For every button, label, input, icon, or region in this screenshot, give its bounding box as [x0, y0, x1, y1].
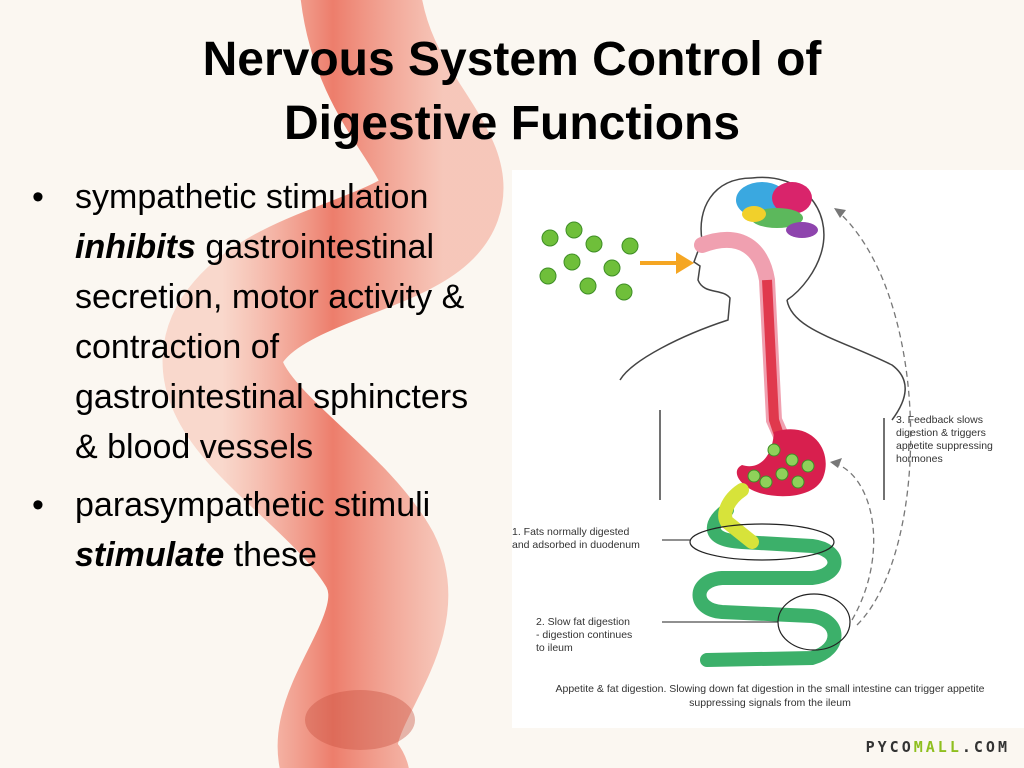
- duodenum-shape: [718, 483, 759, 549]
- small-intestine-shape: [692, 503, 842, 667]
- watermark-part-accent: MALL: [913, 738, 962, 756]
- slide-title: Nervous System Control of Digestive Func…: [0, 28, 1024, 156]
- watermark-part: PYCO: [865, 738, 914, 756]
- fat-droplet-icon: [615, 283, 633, 301]
- brain-region-yellow: [742, 206, 766, 222]
- bullet-item-parasympathetic: parasympathetic stimuli stimulate these: [30, 480, 470, 580]
- fat-droplet-icon: [801, 459, 815, 473]
- fat-droplet-icon: [585, 235, 603, 253]
- feedback-arrowhead-stomach: [830, 458, 842, 468]
- fat-droplet-icon: [603, 259, 621, 277]
- label-fats-digested: 1. Fats normally digested and adsorbed i…: [512, 526, 640, 551]
- feedback-arrowhead-brain: [834, 208, 846, 218]
- watermark-part: .COM: [961, 738, 1010, 756]
- brain-region-purple: [786, 222, 818, 238]
- bullet-list: sympathetic stimulation inhibits gastroi…: [30, 172, 470, 588]
- body-outline: [619, 177, 906, 500]
- label-slow-fat-digestion: 2. Slow fat digestion - digestion contin…: [536, 616, 633, 654]
- bullet-text: sympathetic stimulation: [75, 178, 429, 216]
- bullet-text: parasympathetic stimuli: [75, 486, 431, 524]
- bullet-text: gastrointestinal secretion, motor activi…: [75, 228, 469, 466]
- diagram-caption: Appetite & fat digestion. Slowing down f…: [555, 683, 985, 709]
- fat-droplet-icon: [747, 469, 761, 483]
- esophagus-shape: [694, 232, 790, 446]
- title-line-2: Digestive Functions: [283, 97, 741, 150]
- food-arrowhead-icon: [676, 252, 694, 274]
- bullet-text: these: [224, 536, 317, 574]
- fat-droplet-icon: [565, 221, 583, 239]
- fat-droplet-icon: [579, 277, 597, 295]
- bullet-emphasis: stimulate: [75, 536, 225, 574]
- fat-droplet-icon: [621, 237, 639, 255]
- fat-droplet-icon: [785, 453, 799, 467]
- title-line-1: Nervous System Control of: [202, 33, 822, 86]
- digestion-illustration: [539, 176, 912, 667]
- watermark-logo: PYCOMALL.COM: [866, 738, 1010, 756]
- head-outline: [751, 176, 825, 301]
- fat-droplet-icon: [539, 267, 557, 285]
- intestine-opening-shape: [305, 690, 415, 750]
- bullet-item-sympathetic: sympathetic stimulation inhibits gastroi…: [30, 172, 470, 472]
- bullet-emphasis: inhibits: [75, 228, 196, 266]
- duodenum-highlight: [689, 523, 835, 561]
- label-feedback: 3. Feedback slows digestion & triggers a…: [896, 414, 993, 465]
- fat-droplet-icon: [767, 443, 781, 457]
- fat-droplet-icon: [541, 229, 559, 247]
- feedback-arrow-stomach: [829, 461, 875, 621]
- fat-droplet-icon: [775, 467, 789, 481]
- fat-droplet-icon: [563, 253, 581, 271]
- feedback-arrow-brain: [833, 207, 912, 626]
- fat-droplets-group: [539, 221, 639, 301]
- brain-region-magenta: [772, 182, 812, 214]
- digestion-diagram: 3. Feedback slows digestion & triggers a…: [512, 170, 1024, 728]
- fat-droplet-icon: [759, 475, 773, 489]
- fat-droplet-icon: [791, 475, 805, 489]
- stomach-fat-droplets: [747, 443, 815, 489]
